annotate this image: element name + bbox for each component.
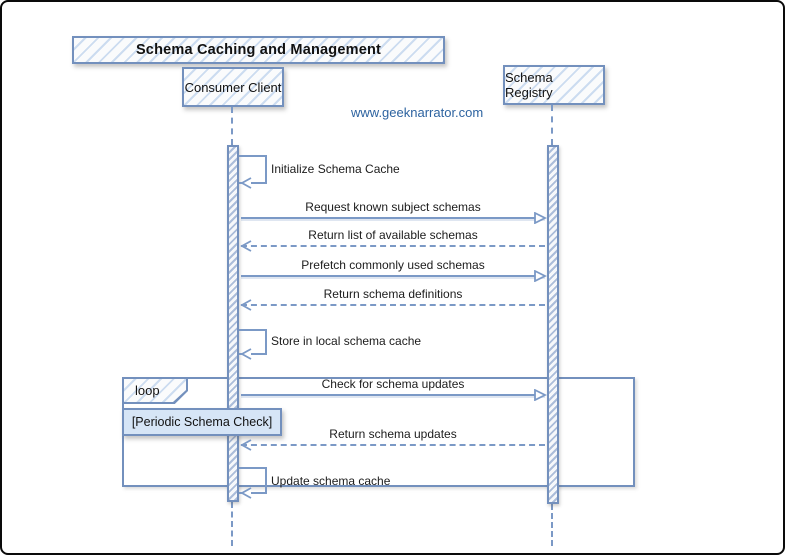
lifeline-registry-bottom bbox=[551, 504, 553, 546]
loop-operator-tab: loop bbox=[122, 377, 188, 404]
participant-label: Consumer Client bbox=[184, 79, 282, 95]
participant-label: Schema Registry bbox=[505, 70, 553, 100]
activation-bar-consumer bbox=[227, 145, 239, 502]
arrowhead-open-left-icon bbox=[240, 487, 252, 499]
message-arrow-dashed bbox=[241, 444, 545, 446]
loop-operator-label: loop bbox=[124, 379, 186, 402]
arrowhead-open-left-icon bbox=[240, 240, 252, 252]
self-message-arrow bbox=[239, 467, 267, 494]
message-arrow-dashed bbox=[241, 245, 545, 247]
message-label: Update schema cache bbox=[271, 474, 391, 488]
diagram-title-box: Schema Caching and Management bbox=[72, 36, 445, 64]
message-label: Return list of available schemas bbox=[308, 228, 478, 242]
arrowhead-open-right-icon bbox=[534, 389, 547, 401]
arrowhead-open-right-icon bbox=[534, 270, 547, 282]
arrowhead-open-left-icon bbox=[240, 439, 252, 451]
arrowhead-open-left-icon bbox=[240, 177, 252, 189]
message-arrow-solid bbox=[241, 275, 545, 277]
self-message-arrow bbox=[239, 329, 267, 355]
message-label: Return schema updates bbox=[329, 427, 457, 441]
arrowhead-open-right-icon bbox=[534, 212, 547, 224]
arrowhead-open-left-icon bbox=[240, 348, 252, 360]
message-label: Store in local schema cache bbox=[271, 334, 422, 348]
message-label: Check for schema updates bbox=[321, 377, 465, 391]
message-arrow-dashed bbox=[241, 304, 545, 306]
message-arrow-solid bbox=[241, 394, 545, 396]
participant-schema-registry: Schema Registry bbox=[503, 65, 605, 105]
self-message-arrow bbox=[239, 155, 267, 184]
loop-guard-label: [Periodic Schema Check] bbox=[131, 415, 273, 429]
lifeline-consumer-top bbox=[231, 107, 233, 145]
participant-consumer-client: Consumer Client bbox=[182, 67, 284, 107]
message-label: Return schema definitions bbox=[323, 287, 463, 301]
loop-guard-box: [Periodic Schema Check] bbox=[122, 408, 282, 436]
arrowhead-open-left-icon bbox=[240, 299, 252, 311]
watermark-text: www.geeknarrator.com bbox=[351, 105, 484, 120]
activation-bar-registry bbox=[547, 145, 559, 504]
lifeline-consumer-bottom bbox=[231, 502, 233, 546]
message-label: Request known subject schemas bbox=[305, 200, 481, 214]
message-label: Prefetch commonly used schemas bbox=[301, 258, 485, 272]
diagram-title: Schema Caching and Management bbox=[135, 42, 382, 58]
lifeline-registry-top bbox=[551, 105, 553, 145]
message-label: Initialize Schema Cache bbox=[271, 162, 400, 176]
message-arrow-solid bbox=[241, 217, 545, 219]
